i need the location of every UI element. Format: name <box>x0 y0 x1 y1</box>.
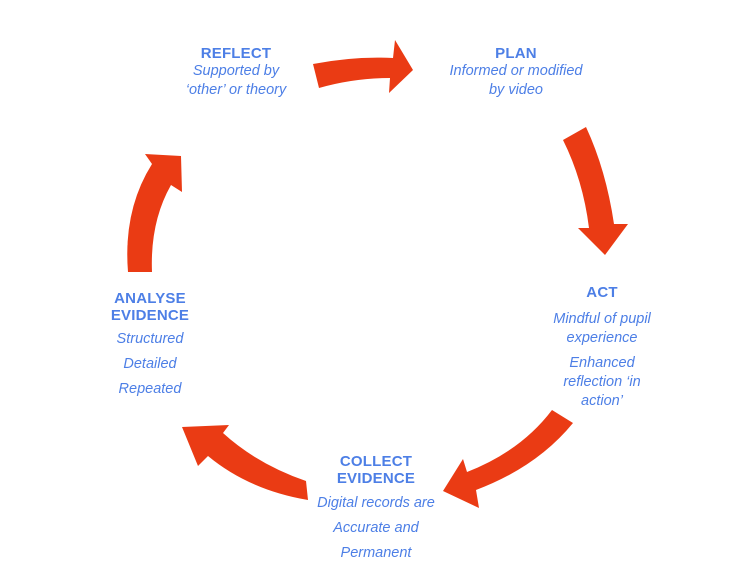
stage-title-line: EVIDENCE <box>336 470 416 487</box>
stage-text: by video <box>488 82 543 98</box>
stage-text: Detailed <box>123 356 177 372</box>
arrow-analyse-to-reflect <box>127 154 182 272</box>
stage-title-line: EVIDENCE <box>110 307 190 324</box>
stage-text: Informed or modified <box>449 63 583 79</box>
stage-reflect: REFLECT Supported by ‘other’ or theory <box>166 45 306 100</box>
arrow-reflect-to-plan <box>313 40 413 93</box>
stage-text: action’ <box>581 393 623 409</box>
stage-text: experience <box>566 330 638 346</box>
stage-collect-evidence: COLLECT EVIDENCE Digital records are Acc… <box>298 453 454 563</box>
stage-title-act: ACT <box>586 284 618 301</box>
stage-text: Supported by <box>192 63 280 79</box>
stage-text: Digital records are <box>317 495 435 511</box>
stage-analyse-evidence: ANALYSE EVIDENCE Structured Detailed Rep… <box>82 290 218 399</box>
stage-text: Mindful of pupil <box>553 311 651 327</box>
stage-text: Permanent <box>340 545 412 561</box>
arrow-collect-to-analyse <box>182 425 308 500</box>
stage-text: Repeated <box>118 381 182 397</box>
stage-title-collect-evidence: COLLECT EVIDENCE <box>298 453 454 487</box>
stage-title-plan: PLAN <box>495 45 537 62</box>
stage-title-analyse-evidence: ANALYSE EVIDENCE <box>82 290 218 324</box>
stage-title-reflect: REFLECT <box>200 45 272 62</box>
arrow-act-to-collect <box>443 410 573 508</box>
stage-plan: PLAN Informed or modified by video <box>426 45 606 100</box>
stage-text: Structured <box>116 331 184 347</box>
arrow-plan-to-act <box>563 127 628 255</box>
stage-text: Accurate and <box>333 520 419 536</box>
stage-text: reflection ‘in <box>563 374 641 390</box>
stage-text: Enhanced <box>569 355 635 371</box>
stage-text: ‘other’ or theory <box>185 82 287 98</box>
stage-title-line: ANALYSE <box>114 290 186 307</box>
stage-act: ACT Mindful of pupil experience Enhanced… <box>534 284 670 411</box>
stage-title-line: COLLECT <box>339 453 413 470</box>
